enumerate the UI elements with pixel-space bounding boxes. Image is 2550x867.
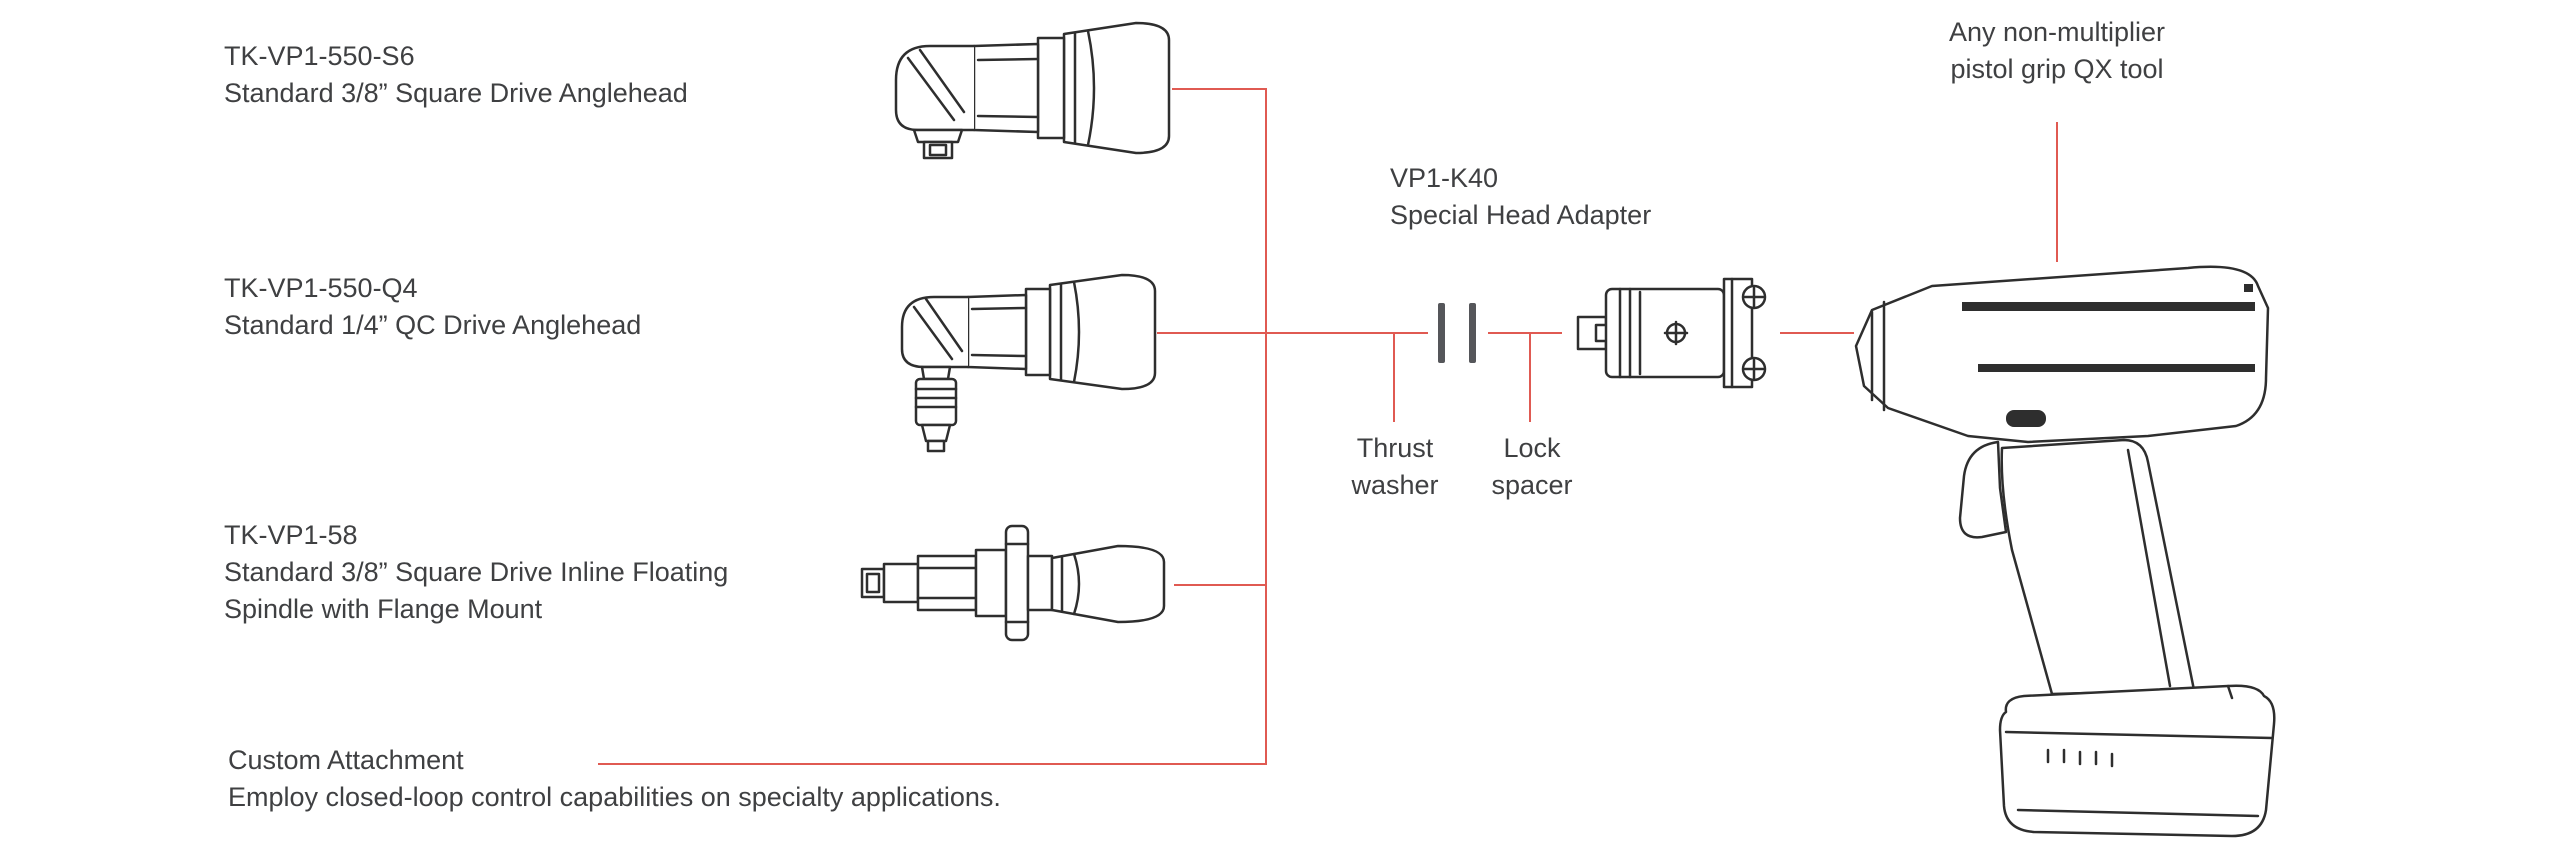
anglehead-q4-illustration — [900, 273, 1157, 453]
custom-attachment-subtitle: Employ closed-loop control capabilities … — [228, 782, 1001, 812]
inline-spindle-subtitle: Standard 3/8” Square Drive Inline Floati… — [224, 557, 729, 587]
connector-washers-to-adapter — [1488, 332, 1562, 334]
connector-lock-spacer-drop — [1529, 334, 1531, 422]
label-custom-attachment: Custom Attachment Employ closed-loop con… — [228, 742, 1001, 816]
connector-tool-label-drop — [2056, 122, 2058, 262]
qx-tool-line2: pistol grip QX tool — [1950, 54, 2164, 84]
qx-tool-illustration — [1854, 265, 2276, 838]
lock-spacer-part — [1469, 303, 1476, 363]
anglehead-s6-subtitle: Standard 3/8” Square Drive Anglehead — [224, 78, 688, 108]
anglehead-s6-illustration — [894, 21, 1171, 160]
head-adapter-illustration — [1576, 277, 1767, 389]
lock-spacer-line1: Lock — [1503, 433, 1561, 463]
connector-vertical-to-washers — [1267, 332, 1428, 334]
lock-spacer-line2: spacer — [1491, 470, 1573, 500]
connector-thrust-washer-drop — [1393, 334, 1395, 422]
thrust-washer-line1: Thrust — [1356, 433, 1434, 463]
label-anglehead-q4: TK-VP1-550-Q4 Standard 1/4” QC Drive Ang… — [224, 270, 641, 344]
label-inline-spindle: TK-VP1-58 Standard 3/8” Square Drive Inl… — [224, 517, 728, 628]
anglehead-q4-title: TK-VP1-550-Q4 — [224, 273, 418, 303]
thrust-washer-part — [1438, 303, 1445, 363]
connector-custom — [598, 763, 1267, 765]
label-lock-spacer: Lock spacer — [1457, 430, 1607, 504]
label-qx-tool: Any non-multiplier pistol grip QX tool — [1877, 14, 2237, 88]
anglehead-s6-title: TK-VP1-550-S6 — [224, 41, 415, 71]
label-head-adapter: VP1-K40 Special Head Adapter — [1390, 160, 1651, 234]
label-thrust-washer: Thrust washer — [1320, 430, 1470, 504]
anglehead-q4-subtitle: Standard 1/4” QC Drive Anglehead — [224, 310, 642, 340]
connector-main-vertical — [1265, 88, 1267, 765]
thrust-washer-line2: washer — [1351, 470, 1439, 500]
inline-spindle-subtitle2: Spindle with Flange Mount — [224, 594, 543, 624]
inline-spindle-illustration — [860, 524, 1166, 642]
custom-attachment-title: Custom Attachment — [228, 745, 464, 775]
label-anglehead-s6: TK-VP1-550-S6 Standard 3/8” Square Drive… — [224, 38, 688, 112]
head-adapter-subtitle: Special Head Adapter — [1390, 200, 1652, 230]
head-adapter-title: VP1-K40 — [1390, 163, 1499, 193]
connector-adapter-to-tool — [1780, 332, 1854, 334]
inline-spindle-title: TK-VP1-58 — [224, 520, 358, 550]
connector-spindle — [1174, 584, 1267, 586]
connector-q4 — [1157, 332, 1267, 334]
connector-s6 — [1172, 88, 1267, 90]
qx-tool-line1: Any non-multiplier — [1948, 17, 2166, 47]
